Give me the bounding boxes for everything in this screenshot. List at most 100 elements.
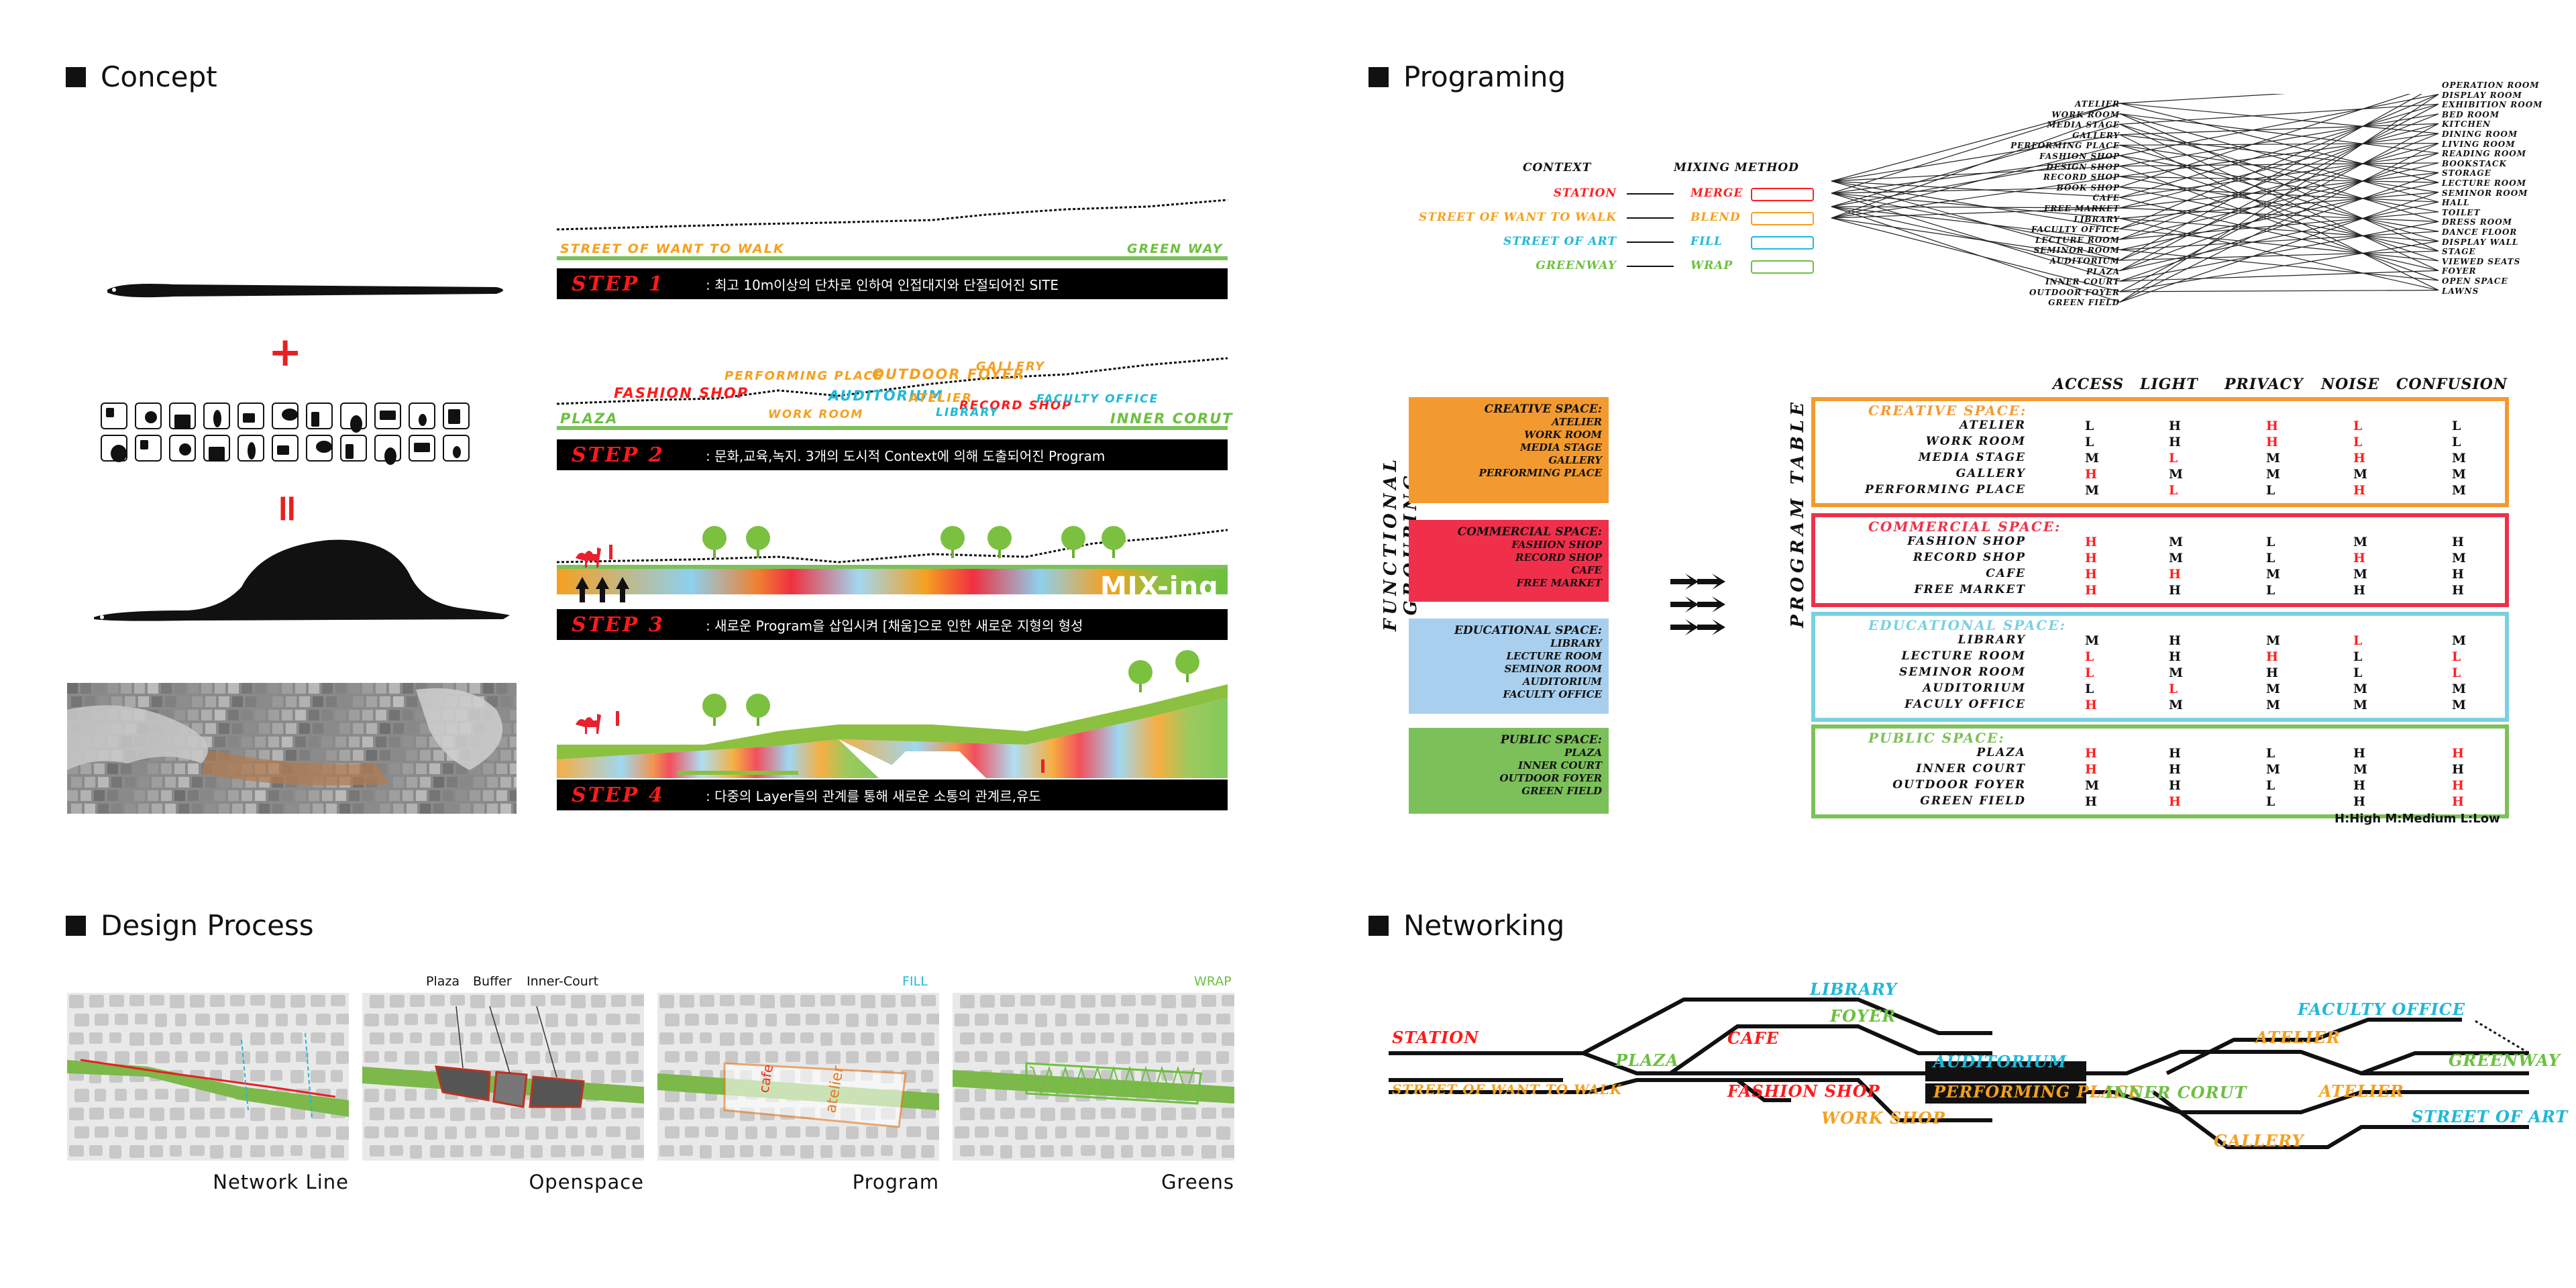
program-table-row-name: PERFORMING PLACE bbox=[1864, 483, 2026, 496]
col-access: ACCESS bbox=[2053, 376, 2125, 393]
program-table-cell: H bbox=[2452, 778, 2464, 793]
program-table-cell: M bbox=[2353, 698, 2368, 712]
program-table-cell: L bbox=[2266, 483, 2275, 498]
arrow-icon bbox=[1627, 266, 1674, 267]
tree-icon bbox=[757, 711, 759, 726]
step2-library: LIBRARY bbox=[936, 406, 1000, 419]
program-pictogram-icon bbox=[443, 435, 470, 462]
program-left-item: WORK ROOM bbox=[2051, 109, 2120, 119]
space-right-item: BED ROOM bbox=[2442, 109, 2500, 119]
program-pictogram-icon bbox=[272, 435, 299, 462]
net-foyer: FOYER bbox=[1830, 1006, 1896, 1026]
net-faculty: FACULTY OFFICE bbox=[2298, 1000, 2466, 1019]
grouping-box-item: LIBRARY bbox=[1550, 637, 1602, 649]
program-pictogram-icon bbox=[340, 402, 367, 433]
program-table-cell: L bbox=[2085, 435, 2094, 449]
program-table-cell: H bbox=[2452, 794, 2464, 809]
program-table-cell: M bbox=[2353, 535, 2368, 549]
step2-record: RECORD SHOP bbox=[959, 398, 1073, 413]
program-pictogram-icon bbox=[203, 402, 230, 429]
net-greenway: GREENWAY bbox=[2449, 1051, 2561, 1070]
grouping-box-title: PUBLIC SPACE: bbox=[1500, 733, 1602, 747]
net-auditorium: AUDITORIUM bbox=[1933, 1052, 2068, 1071]
grouping-box-item: FACULTY OFFICE bbox=[1503, 688, 1602, 700]
program-table-cell: M bbox=[2169, 665, 2184, 680]
col-confusion: CONFUSION bbox=[2396, 376, 2508, 393]
program-pictogram-icon bbox=[374, 435, 401, 465]
program-table-cell: M bbox=[2452, 633, 2467, 648]
net-library: LIBRARY bbox=[1810, 979, 1898, 999]
step2-faculty: FACULTY OFFICE bbox=[1036, 392, 1159, 406]
program-table-group bbox=[1811, 397, 2509, 507]
space-right-item: OPERATION ROOM bbox=[2442, 80, 2540, 90]
program-pictogram-icon bbox=[101, 402, 127, 429]
program-left-item: AUDITORIUM bbox=[2049, 256, 2120, 266]
grouping-box-item: FASHION SHOP bbox=[1511, 539, 1602, 551]
caption-openspace: Openspace bbox=[529, 1171, 644, 1193]
step2-gallery: GALLERY bbox=[976, 360, 1046, 374]
program-left-item: FREE MARKET bbox=[2043, 204, 2120, 213]
space-right-item: OPEN SPACE bbox=[2442, 276, 2508, 286]
step2-atelier: ATELIER bbox=[909, 391, 973, 405]
tree-icon bbox=[1175, 650, 1199, 674]
tree-icon bbox=[1112, 543, 1115, 558]
program-table-cell: M bbox=[2266, 762, 2281, 777]
program-table-cell: M bbox=[2452, 467, 2467, 482]
program-pictogram-icon bbox=[374, 402, 401, 429]
program-left-item: PLAZA bbox=[2086, 266, 2120, 276]
net-station: STATION bbox=[1392, 1028, 1480, 1047]
caption-greens: Greens bbox=[1161, 1171, 1234, 1193]
method-shape-icon bbox=[1751, 188, 1814, 201]
grouping-box-item: OUTDOOR FOYER bbox=[1499, 772, 1602, 784]
aerial-site-photo bbox=[67, 683, 517, 814]
program-table-cell: H bbox=[2085, 551, 2097, 566]
table-legend: H:High M:Medium L:Low bbox=[2334, 812, 2500, 826]
flat-snake-silhouette bbox=[107, 284, 503, 298]
grouping-box-item: GALLERY bbox=[1548, 454, 1602, 466]
program-network-lines bbox=[1831, 94, 2439, 303]
program-table-row-name: SEMINOR ROOM bbox=[1899, 665, 2026, 679]
square-bullet-icon bbox=[1368, 66, 1389, 87]
tree-icon bbox=[987, 526, 1012, 550]
program-table-cell: L bbox=[2085, 419, 2094, 433]
col-noise: NOISE bbox=[2321, 376, 2380, 393]
program-table-row-name: FACULY OFFICE bbox=[1904, 698, 2026, 711]
program-table-cell: M bbox=[2452, 483, 2467, 498]
concept-steps-diagram bbox=[557, 199, 1228, 778]
program-table-cell: L bbox=[2169, 682, 2178, 696]
program-table-cell: H bbox=[2169, 746, 2181, 761]
program-table-cell: M bbox=[2085, 633, 2100, 648]
program-table-cell: L bbox=[2169, 483, 2178, 498]
program-table-cell: H bbox=[2169, 762, 2181, 777]
program-table-cell: L bbox=[2266, 535, 2275, 549]
net-street-art: STREET OF ART bbox=[2412, 1107, 2569, 1126]
space-right-item: DISPLAY ROOM bbox=[2442, 90, 2522, 100]
program-table-cell: H bbox=[2169, 778, 2181, 793]
mixing-method-item: BLEND bbox=[1690, 211, 1741, 224]
step2-outdoor: OUTDOOR FOYER bbox=[872, 366, 1026, 382]
program-table-cell: M bbox=[2452, 551, 2467, 566]
openspace-buffer-label: Buffer bbox=[473, 974, 512, 989]
grouping-box-item: GREEN FIELD bbox=[1521, 785, 1602, 797]
program-table-row-name: CAFE bbox=[1986, 567, 2026, 580]
program-table-cell: H bbox=[2353, 746, 2365, 761]
tree-icon bbox=[1072, 543, 1075, 558]
map-openspace-svg bbox=[362, 995, 644, 1159]
program-table-group bbox=[1811, 612, 2509, 722]
program-table-cell: H bbox=[2353, 483, 2365, 498]
equals-sign: = bbox=[266, 492, 310, 525]
program-table-cell: M bbox=[2266, 682, 2281, 696]
mixing-method-item: FILL bbox=[1690, 235, 1723, 248]
arrow-icon bbox=[1627, 217, 1674, 219]
tree-icon bbox=[746, 526, 770, 550]
program-table-group-title: EDUCATIONAL SPACE: bbox=[1868, 617, 2066, 633]
program-table-cell: M bbox=[2266, 451, 2281, 466]
square-bullet-icon bbox=[1368, 915, 1389, 936]
design-process-heading: Design Process bbox=[66, 909, 314, 942]
program-icons-grid bbox=[101, 402, 476, 465]
program-table-cell: H bbox=[2169, 435, 2181, 449]
method-shape-icon bbox=[1751, 236, 1814, 250]
step2-auditorium: AUDITORIUM bbox=[828, 388, 944, 404]
program-table-row-name: WORK ROOM bbox=[1925, 435, 2026, 448]
